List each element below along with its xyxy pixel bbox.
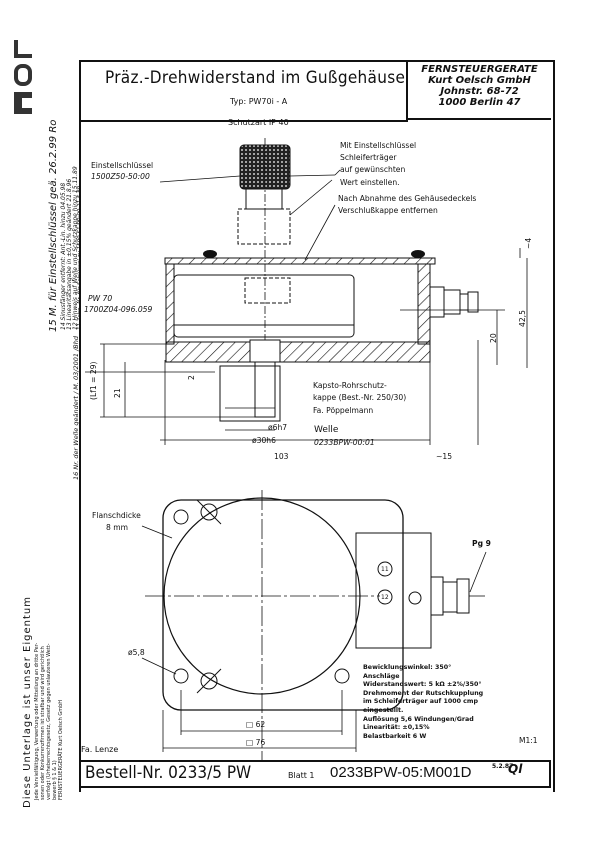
mounting-hole [334, 668, 350, 684]
adjust-key-part: 1500Z50-50:00 [91, 172, 150, 181]
cover-screw-front [200, 503, 218, 521]
protective-cap-3: Fa. Pöppelmann [313, 406, 374, 415]
cover-screw [203, 250, 217, 258]
pdf-logo-graphic [14, 40, 32, 114]
adjust-key-label: Einstellschlüssel [91, 161, 154, 170]
dim-62: □ 62 [246, 720, 266, 729]
cap-note-2: Verschlußkappe entfernen [338, 206, 438, 215]
terminal-12: 12 [381, 594, 389, 601]
protective-cap-1: Kapsto-Rohrschutz- [313, 381, 387, 390]
shaft-part: 0233BPW-00:01 [314, 438, 375, 447]
spec-item: Anschläge [363, 672, 400, 680]
order-number: Bestell-Nr. 0233/5 PW [85, 763, 252, 783]
dim-21: 21 [113, 388, 122, 398]
flange-value: 8 mm [106, 523, 129, 532]
key-note-1: Mit Einstellschlüssel [340, 141, 417, 150]
cable-gland-side [400, 286, 505, 318]
pg-label: Pg 9 [472, 539, 491, 548]
protection-class: Schutzart IP 40 [228, 118, 289, 127]
housing-base [165, 341, 431, 363]
spec-item: Auflösung 5,6 Windungen/Grad [363, 715, 474, 723]
revision-16: 16 Nr. der Welle geändert / M. 03/2001 /… [72, 336, 80, 480]
dim-15: ~15 [436, 452, 453, 461]
manufacturer-label: Fa. Lenze [81, 745, 119, 754]
dim-4: ~4 [524, 237, 533, 249]
drawing-initials: Ql [508, 762, 523, 776]
dim-hole-dia: ø5,8 [128, 648, 145, 657]
copyright-title: Diese Unterlage ist unser Eigentum [22, 596, 33, 808]
spec-item: Belastbarkeit 6 W [363, 732, 427, 740]
company-line1: FERNSTEUERGERATE [421, 64, 538, 75]
key-note-4: Wert einstellen. [340, 178, 400, 187]
mounting-hole [173, 509, 189, 525]
dim-20: 20 [489, 333, 498, 343]
protective-cap-2: kappe (Best.-Nr. 250/30) [313, 393, 407, 402]
pdf-logo [12, 38, 34, 118]
flange-label: Flanschdicke [92, 511, 141, 520]
dim-shaft-dia: ø6h7 [268, 423, 288, 432]
shaft [254, 361, 276, 418]
potentiometer-body [173, 274, 355, 338]
dim-hub-dia: ø30h6 [252, 436, 276, 445]
dim-76: □ 76 [246, 738, 266, 747]
key-note-3: auf gewünschten [340, 165, 406, 174]
dim-103: 103 [274, 452, 289, 461]
housing-cover [164, 257, 436, 265]
shaft-label: Welle [314, 425, 339, 435]
spec-item: Drehmoment der Rutschkupplung [363, 689, 484, 697]
spec-item: Widerstandswert: 5 kΩ ±2%/350° [363, 681, 482, 689]
terminal-11: 11 [381, 566, 389, 573]
title-box [81, 62, 408, 122]
drawing-title: Präz.-Drehwiderstand im Gußgehäuse [105, 68, 406, 88]
company-box: FERNSTEUERGERATE Kurt Oelsch GmbH Johnst… [408, 62, 551, 120]
drawing-number: 0233BPW-05:M001D [330, 764, 472, 781]
company-line4: 1000 Berlin 47 [438, 97, 521, 108]
mounting-hole [173, 668, 189, 684]
spec-item: im Schleiferträger auf 1000 cmp [363, 698, 478, 706]
cap-note-1: Nach Abnahme des Gehäusedeckels [338, 194, 477, 203]
shaft-housing [237, 208, 291, 245]
type-label: Typ: PW70i - A [230, 97, 288, 106]
screw-front [408, 591, 422, 605]
company-line2: Kurt Oelsch GmbH [428, 75, 531, 86]
copyright-line: FERNSTEUERGERÄTE Kurt Oelsch GmbH [58, 699, 64, 800]
drawing-date: 5.2.87 [492, 763, 514, 770]
scale-label: M1:1 [519, 736, 538, 745]
spec-item: eingestellt. [363, 706, 404, 714]
knob-stem [245, 188, 283, 210]
key-note-2: Schleiferträger [340, 153, 397, 162]
spec-list: Bewicklungswinkel: 350° Anschläge Widers… [363, 664, 483, 741]
spec-item: Bewicklungswinkel: 350° [363, 664, 452, 671]
revision-11: 11 Zchn.-Nr. für Schlüssel zu 1500-S1-00… [77, 185, 83, 330]
dim-2: 2 [187, 375, 196, 380]
drawing-frame [79, 60, 555, 792]
pw-part: 1700Z04-096.059 [84, 305, 153, 314]
spec-item: Linearität: ±0,15% [363, 724, 430, 732]
terminal-box [355, 532, 432, 649]
cover-screw-front [200, 672, 218, 690]
cover-screw [411, 250, 425, 258]
company-line3: Johnstr. 68-72 [440, 86, 519, 97]
revision-15: 15 M. für Einstellschlüssel geä. 26.2.99… [48, 119, 59, 332]
footer-bar [79, 760, 551, 788]
dim-42-5: 42,5 [518, 310, 527, 327]
sheet-number: Blatt 1 [288, 771, 315, 780]
pw-label: PW 70 [88, 294, 113, 303]
dim-lf1: (Lf1 = 29) [89, 361, 98, 400]
